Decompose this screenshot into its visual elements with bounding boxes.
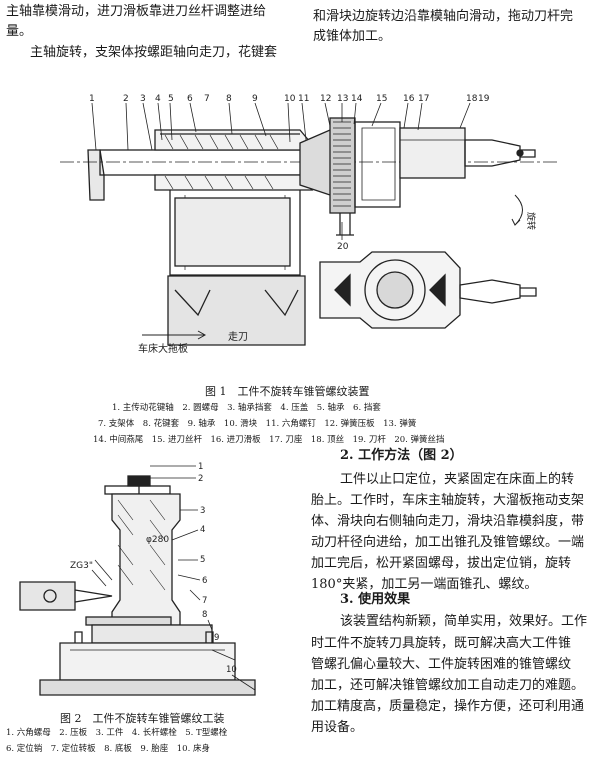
top-right-line-2: 成锥体加工。 bbox=[313, 29, 392, 44]
fig2-caption: 图 2 工件不旋转车锥管螺纹工装 bbox=[60, 712, 225, 725]
fig2-label-dia: φ280 bbox=[146, 535, 169, 545]
fig1-number: 7 bbox=[204, 94, 210, 104]
fig1-number: 4 bbox=[155, 94, 161, 104]
fig1-number: 16 bbox=[403, 94, 415, 104]
fig2-number: 2 bbox=[198, 474, 203, 484]
fig1-number: 13 bbox=[337, 94, 348, 104]
para2-line-4: 加工，还可解决锥管螺纹加工自动走刀的难题。 bbox=[311, 678, 585, 693]
fig1-number: 15 bbox=[376, 94, 387, 104]
fig1-number: 5 bbox=[168, 94, 174, 104]
para2-line-3: 管螺孔偏心量较大、工件旋转困难的锥管螺纹 bbox=[311, 657, 572, 672]
para2-line-1: 该装置结构新颖，简单实用，效果好。工作 bbox=[340, 614, 588, 629]
fig2-number: 10 bbox=[226, 665, 237, 675]
fig1-caption: 图 1 工件不旋转车锥管螺纹装置 bbox=[205, 385, 370, 398]
top-left-line-2: 量。 bbox=[6, 24, 33, 39]
fig2-number: 6 bbox=[202, 576, 207, 586]
fig1-legend-line-2: 7. 支架体 8. 花键套 9. 轴承 10. 滑块 11. 六角螺钉 12. … bbox=[98, 419, 417, 429]
fig1-number: 20 bbox=[337, 242, 349, 252]
fig1-number: 6 bbox=[187, 94, 193, 104]
para2-line-2: 时工件不旋转刀具旋转，既可解决高大工件锥 bbox=[311, 636, 572, 651]
fig2-number: 1 bbox=[198, 462, 203, 472]
para1-line-5: 加工完后，松开紧固螺母，拔出定位销，旋转 bbox=[311, 556, 572, 571]
section-heading-2: 2. 工作方法（图 2） bbox=[340, 448, 463, 463]
fig1-number: 8 bbox=[226, 94, 232, 104]
fig1-number: 1 bbox=[89, 94, 95, 104]
fig2-number: 7 bbox=[202, 596, 207, 606]
figure-1-drawing: 1 2 3 4 5 6 7 8 9 10 11 12 13 14 15 16 1… bbox=[60, 94, 560, 355]
fig1-number: 17 bbox=[418, 94, 429, 104]
fig1-number: 11 bbox=[298, 94, 309, 104]
fig2-label-taper: ZG3" bbox=[70, 561, 93, 571]
para1-line-1: 工件以止口定位，夹紧固定在床面上的转 bbox=[340, 472, 575, 487]
para1-line-4: 动刀杆径向进给，加工出锥孔及锥管螺纹。一端 bbox=[311, 535, 585, 550]
fig1-number: 3 bbox=[140, 94, 146, 104]
fig2-number: 4 bbox=[200, 525, 205, 535]
para1-line-3: 体、滑块向右侧轴向走刀，滑块沿靠模斜度，带 bbox=[311, 514, 585, 529]
top-left-line-1: 主轴靠模滑动，进刀滑板靠进刀丝杆调整进给 bbox=[6, 4, 267, 19]
fig1-legend-line-1: 1. 主传动花键轴 2. 圆螺母 3. 轴承挡套 4. 压盖 5. 轴承 6. … bbox=[112, 403, 381, 413]
fig1-number: 2 bbox=[123, 94, 129, 104]
fig2-legend-line-1: 1. 六角螺母 2. 压板 3. 工件 4. 长杆螺栓 5. T型螺栓 bbox=[6, 728, 228, 738]
fig2-number: 8 bbox=[202, 610, 207, 620]
figure-2-drawing: 1 2 3 4 5 6 7 8 9 10 φ280 ZG3" bbox=[19, 462, 256, 696]
fig1-number: 10 bbox=[284, 94, 296, 104]
fig1-number: 14 bbox=[351, 94, 363, 104]
fig2-number: 3 bbox=[200, 506, 205, 516]
fig1-number: 19 bbox=[478, 94, 490, 104]
fig2-number: 9 bbox=[214, 633, 219, 643]
para1-line-6: 180°夹紧，加工另一端面锥孔、螺纹。 bbox=[311, 577, 538, 592]
fig2-legend-line-2: 6. 定位销 7. 定位转板 8. 底板 9. 胎座 10. 床身 bbox=[6, 744, 210, 754]
top-right-line-1: 和滑块边旋转边沿靠模轴向滑动，拖动刀杆完 bbox=[313, 9, 574, 24]
para2-line-6: 用设备。 bbox=[311, 720, 364, 735]
para2-line-5: 加工精度高，质量稳定，操作方便，还可利用通 bbox=[311, 699, 585, 714]
fig1-label-bed: 车床大拖板 bbox=[138, 342, 188, 355]
fig2-number: 5 bbox=[200, 555, 205, 565]
fig1-legend-line-3: 14. 中间燕尾 15. 进刀丝杆 16. 进刀滑板 17. 刀座 18. 顶丝… bbox=[93, 435, 445, 445]
fig1-label-rotate: 旋转 bbox=[525, 212, 537, 230]
top-left-line-3: 主轴旋转，支架体按螺距轴向走刀，花键套 bbox=[30, 45, 278, 60]
fig1-number: 12 bbox=[320, 94, 331, 104]
section-heading-3: 3. 使用效果 bbox=[340, 592, 411, 607]
para1-line-2: 胎上。工作时，车床主轴旋转，大溜板拖动支架 bbox=[311, 493, 585, 508]
fig1-number: 9 bbox=[252, 94, 258, 104]
fig1-label-feed: 走刀 bbox=[228, 331, 248, 343]
fig1-number: 18 bbox=[466, 94, 478, 104]
